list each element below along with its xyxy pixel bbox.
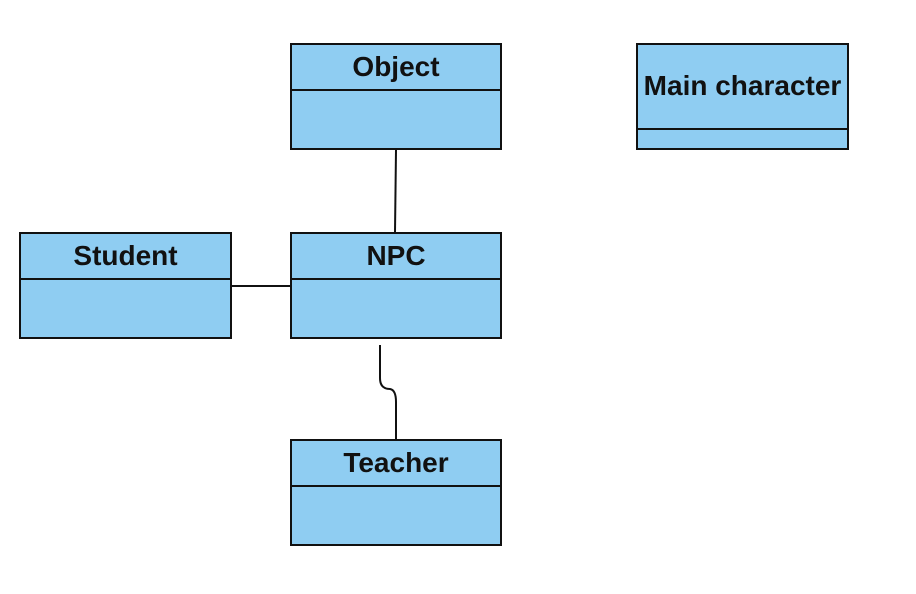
connector-npc-teacher[interactable] bbox=[379, 345, 397, 439]
class-name-main-character: Main character bbox=[638, 45, 847, 130]
class-name-object: Object bbox=[292, 45, 500, 91]
class-box-teacher[interactable]: Teacher bbox=[290, 439, 502, 546]
class-name-teacher: Teacher bbox=[292, 441, 500, 487]
class-name-npc: NPC bbox=[292, 234, 500, 280]
class-box-npc[interactable]: NPC bbox=[290, 232, 502, 339]
connector-object-npc[interactable] bbox=[394, 149, 397, 233]
class-box-student[interactable]: Student bbox=[19, 232, 232, 339]
class-box-main-character[interactable]: Main character bbox=[636, 43, 849, 150]
class-box-object[interactable]: Object bbox=[290, 43, 502, 150]
class-name-student: Student bbox=[21, 234, 230, 280]
